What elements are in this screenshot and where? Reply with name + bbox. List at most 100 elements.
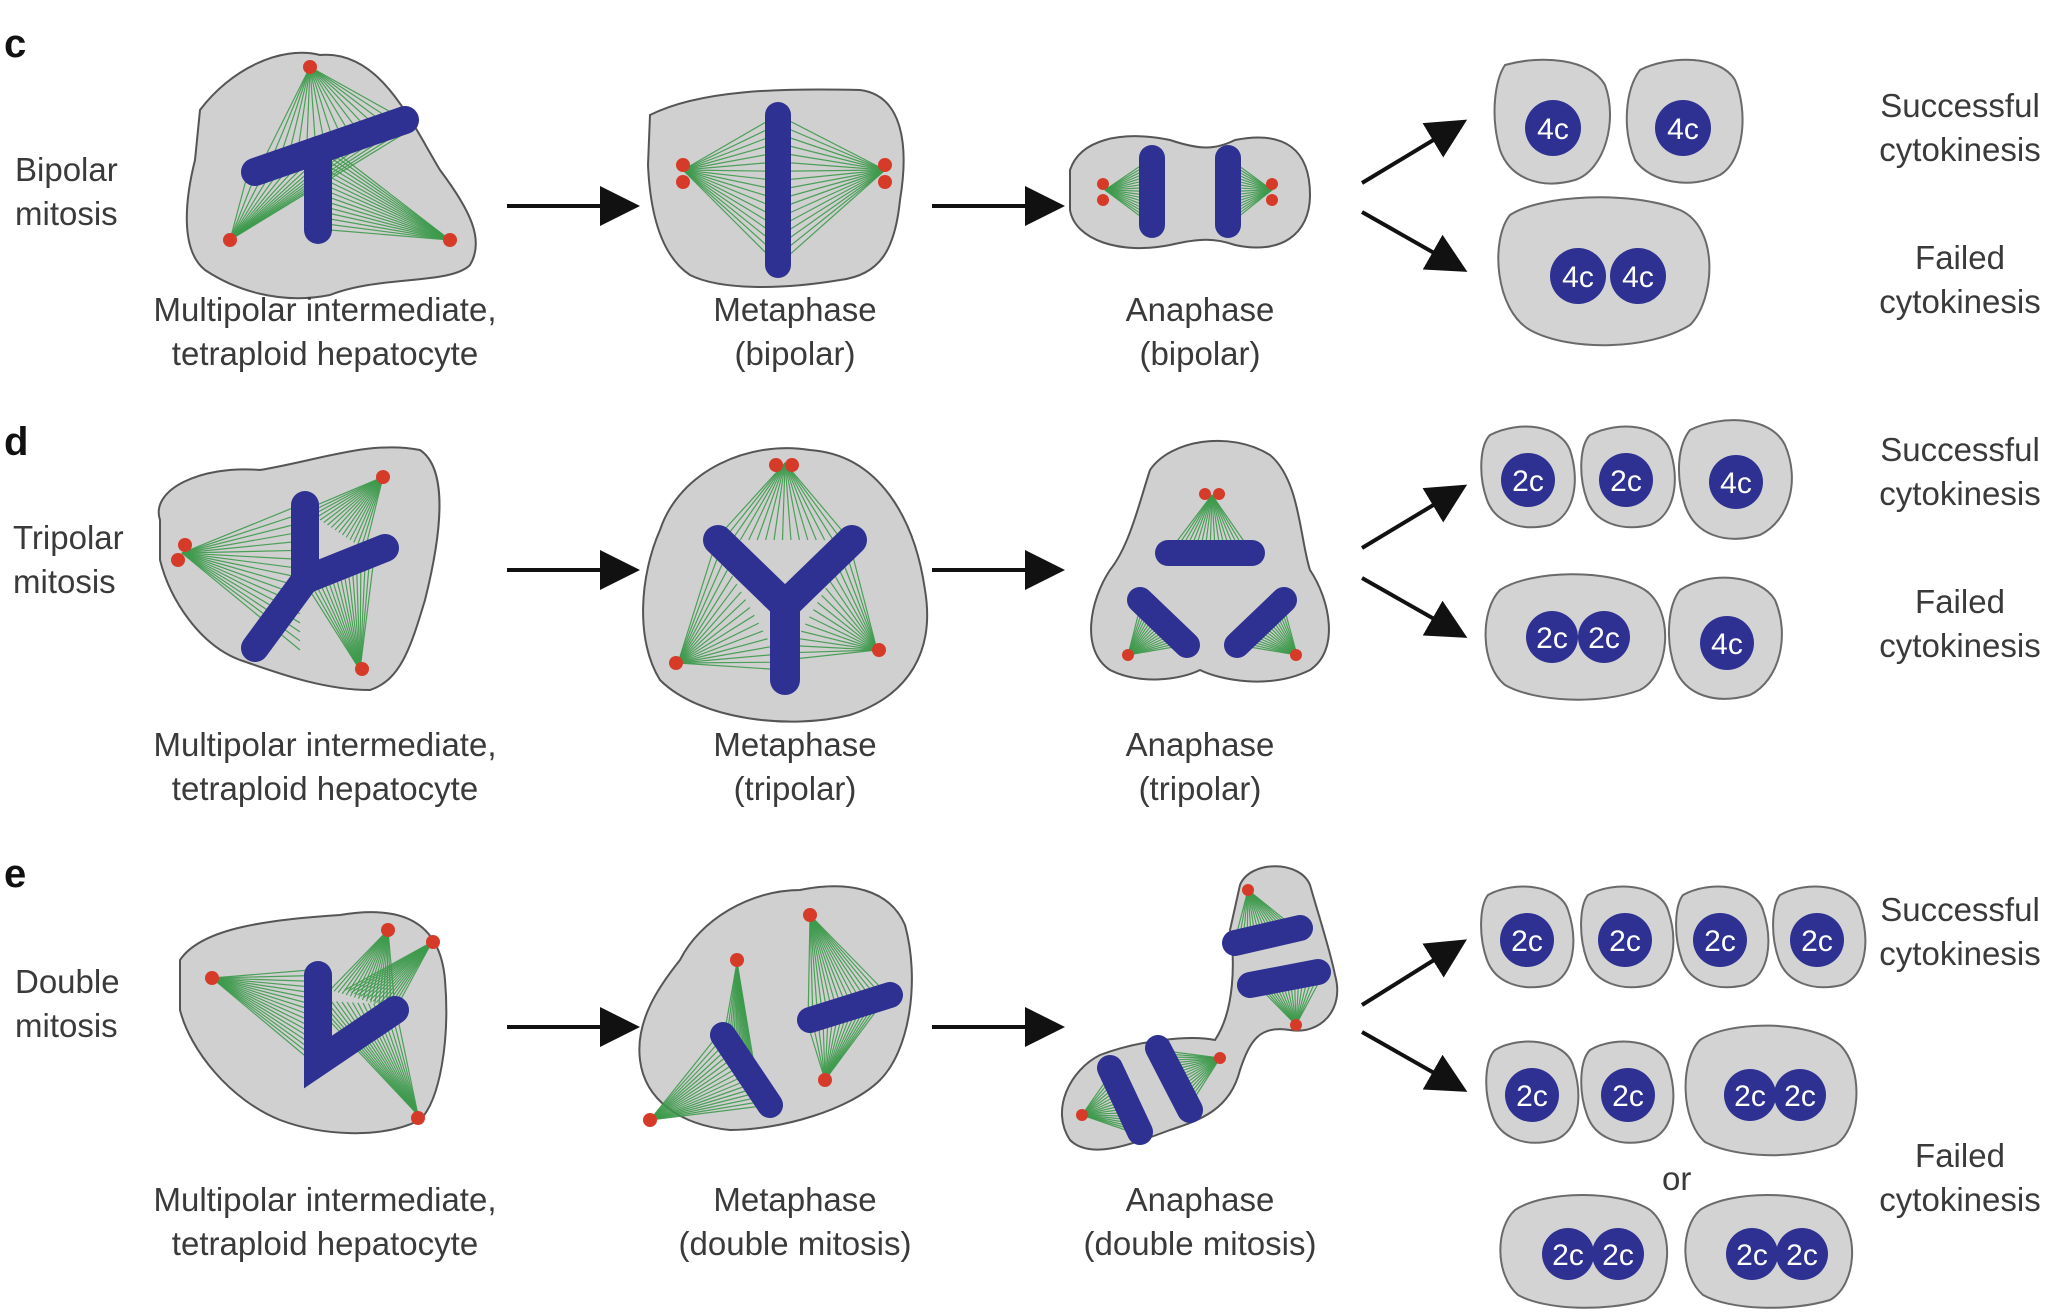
nucleus-label: 2c [1602, 1239, 1634, 1272]
spindle-fiber [649, 1073, 748, 1121]
spindle-fiber [312, 476, 384, 516]
spindle-fiber [677, 653, 777, 664]
e-failed2-daughter-1: 2c 2c [1499, 1194, 1669, 1309]
d-failed-daughter-2: 4c [1667, 576, 1783, 700]
spindle-fiber [345, 929, 389, 996]
spindle-fiber [378, 929, 389, 1006]
nucleus-label: 2c [1512, 465, 1544, 498]
spindle-fiber [322, 167, 451, 241]
spindle-fiber [649, 1104, 771, 1121]
spindle-fiber [777, 169, 886, 247]
caption-c-stage-3: Anaphase (bipolar) [1125, 291, 1275, 372]
spindle-fiber [327, 206, 451, 241]
nucleus-label: 2c [1801, 925, 1833, 958]
spindle-fiber [297, 66, 311, 153]
spindle-fiber [682, 169, 779, 229]
spindle-fiber [211, 977, 311, 1039]
spindle-fiber [821, 594, 878, 651]
nucleus-label: 2c [1609, 925, 1641, 958]
spindle-fiber [325, 1000, 419, 1116]
outcome-e-failed: Failed cytokinesis [1879, 1137, 2041, 1218]
spindle-fiber [374, 929, 389, 1004]
spindle-fiber [722, 462, 786, 541]
nucleus-label: 4c [1622, 261, 1654, 294]
spindle-fiber [649, 1052, 732, 1121]
spindle-fiber [812, 1023, 826, 1081]
spindle-fiber [329, 229, 451, 241]
spindle-fiber [336, 1001, 419, 1116]
spindle-fiber [682, 169, 779, 247]
spindle-fiber [309, 66, 335, 142]
spindle-fiber [359, 551, 371, 671]
spindle-fiber [807, 1024, 826, 1081]
spindle-fiber [809, 914, 839, 1014]
spindle-fiber [748, 462, 786, 541]
outcome-d-failed: Failed cytokinesis [1879, 583, 2041, 664]
spindle-fiber [181, 549, 301, 554]
spindle-fiber [649, 1100, 767, 1121]
c-metaphase-spindle [682, 114, 886, 266]
spindle-fiber [677, 645, 772, 664]
spindle-fiber [327, 212, 451, 241]
e-success-daughter-4: 2c [1772, 885, 1867, 989]
spindle-fiber [364, 476, 384, 551]
spindle-fiber [833, 573, 878, 651]
e-failed1-daughter-1: 2c [1485, 1040, 1580, 1144]
spindle-fiber [211, 969, 311, 979]
nucleus-label: 2c [1552, 1239, 1584, 1272]
spindle-fiber [784, 462, 843, 541]
caption-c-stage-1: Multipolar intermediate, tetraploid hepa… [153, 291, 497, 372]
spindle-fiber [353, 929, 389, 998]
spindle-fiber [809, 914, 824, 1020]
nucleus-label: 2c [1612, 1080, 1644, 1113]
spindle-fiber [777, 151, 886, 171]
e-success-daughter-1: 2c [1480, 885, 1575, 989]
spindle-fiber [211, 977, 311, 1055]
spindle-fiber [279, 66, 311, 158]
spindle-fiber [359, 554, 362, 671]
spindle-fiber [797, 637, 878, 651]
d-failed-daughter-1: 2c 2c [1484, 573, 1666, 701]
d-multipolar-cell [157, 446, 441, 692]
nucleus-label: 2c [1704, 925, 1736, 958]
spindle-fiber [784, 462, 817, 541]
nucleus-label: 4c [1537, 113, 1569, 146]
spindle-fiber [677, 568, 729, 664]
spindle-fiber [809, 914, 859, 1007]
outcome-c-failed: Failed cytokinesis [1879, 239, 2041, 320]
e-failed1-daughter-3: 2c 2c [1684, 1024, 1858, 1157]
spindle-fiber [649, 1043, 725, 1121]
spindle-fiber [181, 552, 301, 560]
nucleus-label: 2c [1588, 622, 1620, 655]
spindle-fiber [359, 553, 367, 671]
spindle-fiber [649, 1038, 722, 1121]
spindle-fiber [822, 1019, 826, 1081]
spindle-fiber [784, 462, 809, 541]
e-multipolar-cell [179, 911, 448, 1135]
spindle-fiber [333, 929, 389, 992]
spindle-fiber [306, 66, 311, 150]
spindle-fiber [682, 169, 779, 238]
spindle-fiber [211, 977, 311, 1061]
nucleus-label: 2c [1784, 1080, 1816, 1113]
row-label-line: mitosis [15, 195, 118, 232]
spindle-fiber [777, 169, 886, 200]
spindle-fiber [809, 914, 874, 1001]
spindle-fiber [211, 977, 311, 999]
outcome-d-success: Successful cytokinesis [1879, 431, 2041, 512]
spindle-fiber [777, 161, 886, 171]
spindle-fiber [649, 1034, 719, 1121]
row-label-double: Double mitosis [15, 963, 120, 1044]
pole [443, 233, 457, 247]
spindle-fiber [649, 1078, 751, 1121]
spindle-fiber [181, 552, 301, 570]
spindle-fiber [1295, 979, 1321, 1026]
spindle-fiber [809, 914, 879, 1000]
spindle-fiber [809, 914, 849, 1011]
spindle-fiber [334, 476, 384, 531]
spindle-fiber [211, 977, 311, 994]
nucleus-label: 2c [1516, 1080, 1548, 1113]
c-failed-daughter: 4c 4c [1497, 196, 1711, 347]
